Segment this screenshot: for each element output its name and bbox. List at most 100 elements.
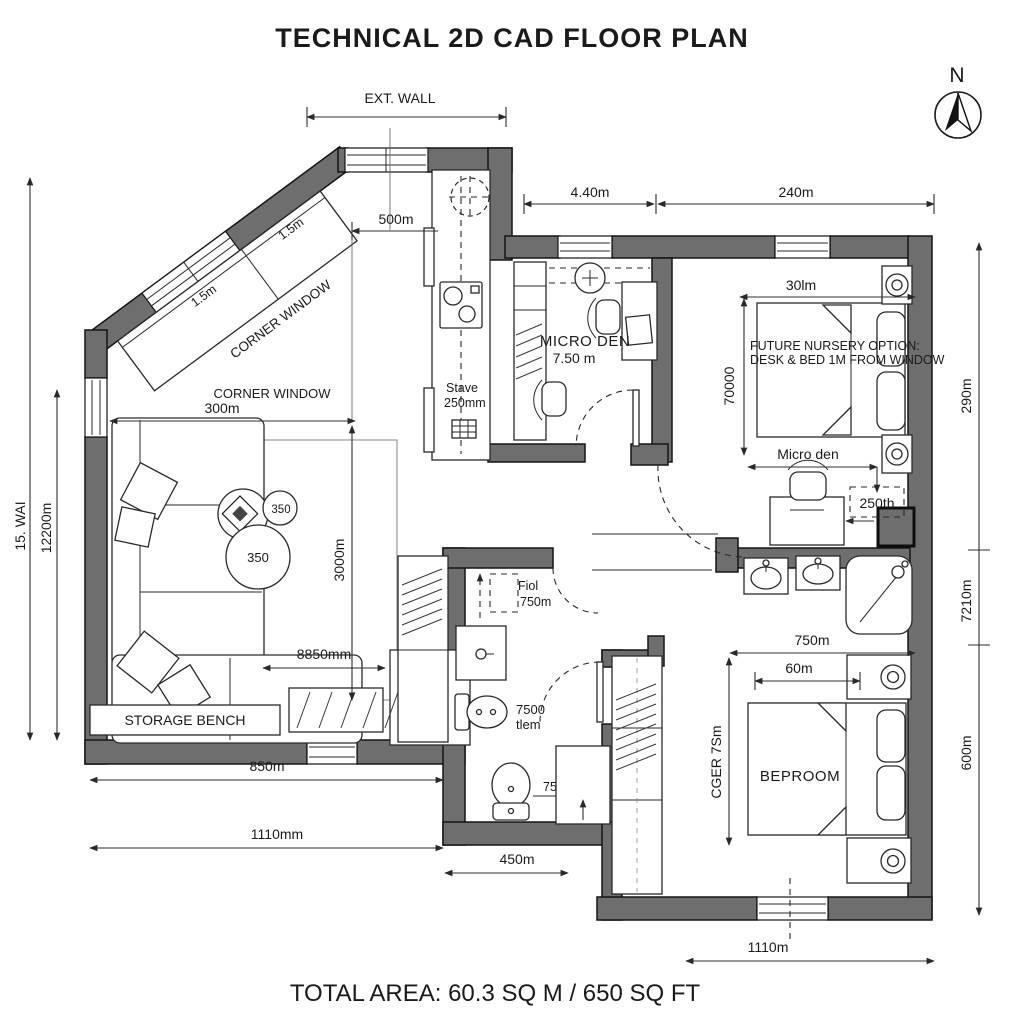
toilet-note-1: 7500 [516,702,545,717]
toilet-note-2: tlem [516,717,541,732]
table-small-label: 350 [271,504,290,516]
toilet-icon [491,762,531,821]
dim-290: 290m [958,378,974,413]
hallway [657,464,746,558]
dim-7210: 7210m [958,580,974,623]
hall-desk [769,459,845,546]
dim-250th: 250th [859,495,894,511]
cooktop-icon [450,177,490,217]
bedroom-bed: BEPROOM [747,702,907,836]
fixture-dashed-box [489,573,519,613]
window-living-bottom [306,739,358,765]
washer-icon [455,625,507,681]
dim-30lm: 30lm [786,277,816,293]
bath-note-1: Fiol [518,579,538,593]
dim-micro-den: Micro den [777,446,838,462]
corner-window-horizontal-label: CORNER WINDOW [214,386,332,401]
bedroom-label: BEPROOM [760,768,840,785]
micro-den-label: MICRO DEN [540,333,630,350]
dim-250th-box [849,486,905,518]
hall-door-arc [657,464,746,558]
total-area-label: TOTAL AREA: 60.3 SQ M / 650 SQ FT [290,980,701,1007]
dim-300: 300m [204,400,239,416]
nursery-note-2: DESK & BED 1M FROM WINDOW [750,353,945,367]
stove-label-2: 250mm [444,396,486,410]
dim-1110m: 1110m [748,939,789,955]
north-label: N [949,64,964,87]
window-micro-den [557,235,613,259]
bath-door-arc [552,567,599,614]
nursery-nightstand-bottom [881,434,913,474]
dim-60: 60m [785,660,812,676]
table-large-label: 350 [247,550,269,565]
windows [84,147,831,921]
corner-bay-window: 1.5m 1.5m CORNER WINDOW [87,145,358,392]
nursery-note-1: FUTURE NURSERY OPTION: [750,339,920,353]
stove-icon [439,281,483,329]
living-room: 350 350 STORAGE BENCH [89,417,718,746]
pillow [876,709,906,763]
bath-door-leaf [596,661,604,723]
sink-icon [795,555,841,591]
dim-3000: 3000m [331,539,347,582]
den-desk [587,281,658,361]
window-bedroom-bottom [756,896,829,921]
storage-bench: STORAGE BENCH [89,687,399,736]
micro-den-closet [513,261,547,441]
micro-den: MICRO DEN 7.50 m [513,261,658,447]
den-door-arc [575,389,634,447]
pillow [114,506,156,548]
nursery-nightstand-top [881,265,913,305]
dim-750: 750m [794,632,829,648]
dim-450: 450m [499,851,534,867]
window-left [84,377,108,438]
pillow [116,630,180,694]
micro-den-area-label: 7.50 m [553,350,596,366]
stove-label-1: Stave [446,381,478,395]
dimensions: EXT. WALL 4.40m 240m 500m 15. WAI 12200m… [12,90,990,965]
dim-left-outer: 15. WAI [12,501,28,550]
living-closet [397,555,449,743]
nursery-bed [756,302,906,438]
north-compass-icon: N [934,64,982,139]
pillow [876,371,906,431]
bathroom: Fiol 750m 7500 tlem 75 [454,567,611,825]
shower-icon [845,555,913,635]
bath-75-label: 75 [543,780,557,794]
pillow [876,311,906,367]
bedroom: BEPROOM [611,654,912,940]
window-nursery [774,235,831,259]
ensuite-bath [743,555,913,635]
pillow [119,461,179,521]
dim-70000: 70000 [721,366,737,405]
dim-8850: 8850mm [297,646,351,662]
dim-240: 240m [778,184,813,200]
toilet-icon [454,693,508,731]
bedroom-nightstand-bottom [846,837,912,884]
nursery: FUTURE NURSERY OPTION: DESK & BED 1M FRO… [750,265,945,546]
walls: 1.5m 1.5m CORNER WINDOW [84,145,933,921]
dim-850: 850m [249,758,284,774]
kitchen: Stave 250mm [351,128,491,461]
vent-grid-icon [451,419,477,439]
pillow [876,765,906,821]
bath-note-2: 750m [520,595,551,609]
sink-icon [743,557,789,595]
window-top [344,147,429,173]
dim-500: 500m [378,211,413,227]
bath-cabinet [555,745,611,825]
ceiling-light-icon [574,262,606,294]
dim-600: 600m [958,735,974,770]
coffee-tables: 350 350 [217,488,298,590]
bedroom-nightstand-top [846,654,912,700]
storage-bench-label: STORAGE BENCH [124,712,245,728]
page-title: TECHNICAL 2D CAD FLOOR PLAN [275,23,749,53]
dim-ext-wall: EXT. WALL [364,90,435,106]
bath-door-arc2 [539,661,601,723]
bedroom-wardrobe [611,655,663,895]
dim-cger: CGER 7Sm [708,725,724,798]
den-door-leaf [632,389,640,447]
dim-12200: 12200m [38,503,54,554]
dim-440: 4.40m [571,184,610,200]
